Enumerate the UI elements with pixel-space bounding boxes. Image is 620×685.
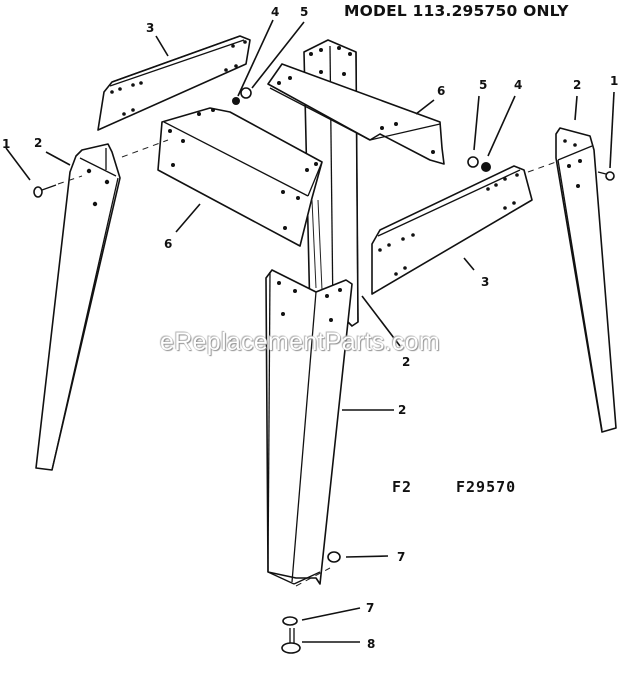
front-leg-part	[265, 269, 353, 587]
figure-number: F29570	[456, 478, 517, 496]
callout-3-side-brace: 3	[481, 275, 490, 289]
side-brace-upper-left	[97, 35, 251, 131]
screw-left	[33, 175, 83, 198]
end-brace-front-left	[157, 107, 323, 291]
assembly-line-right	[527, 161, 557, 173]
figure-label: F2	[392, 478, 413, 496]
callout-5-nut: 5	[479, 78, 488, 92]
callout-1-screw: 1	[610, 74, 619, 88]
hardware-right	[467, 156, 491, 172]
callout-2-leg: 2	[573, 78, 582, 92]
callout-8-leveling-foot: 8	[367, 637, 376, 651]
screw-right	[597, 171, 615, 181]
callout-2-leg: 2	[402, 355, 411, 369]
model-title: MODEL 113.295750 ONLY	[344, 2, 569, 20]
callout-6-end-brace: 6	[437, 84, 446, 98]
foot-hardware	[281, 551, 341, 654]
hardware-top-center	[232, 87, 252, 105]
watermark: eReplacementParts.com	[160, 328, 441, 356]
end-brace-upper-right	[267, 63, 445, 165]
callout-4-lockwasher: 4	[514, 78, 523, 92]
right-leg-part	[555, 127, 617, 433]
callout-7-nut: 7	[397, 550, 406, 564]
side-brace-lower-right	[371, 165, 533, 295]
callout-3-side-brace: 3	[146, 21, 155, 35]
callout-5-nut: 5	[300, 5, 309, 19]
left-leg-part	[35, 143, 121, 471]
callout-7-nut: 7	[366, 601, 375, 615]
callout-4-lockwasher: 4	[271, 5, 280, 19]
callout-2-leg: 2	[398, 403, 407, 417]
callout-6-end-brace: 6	[164, 237, 173, 251]
leader-lines	[5, 19, 615, 643]
callout-1-screw: 1	[2, 137, 11, 151]
callout-2-leg: 2	[34, 136, 43, 150]
assembly-line-left	[121, 139, 169, 158]
